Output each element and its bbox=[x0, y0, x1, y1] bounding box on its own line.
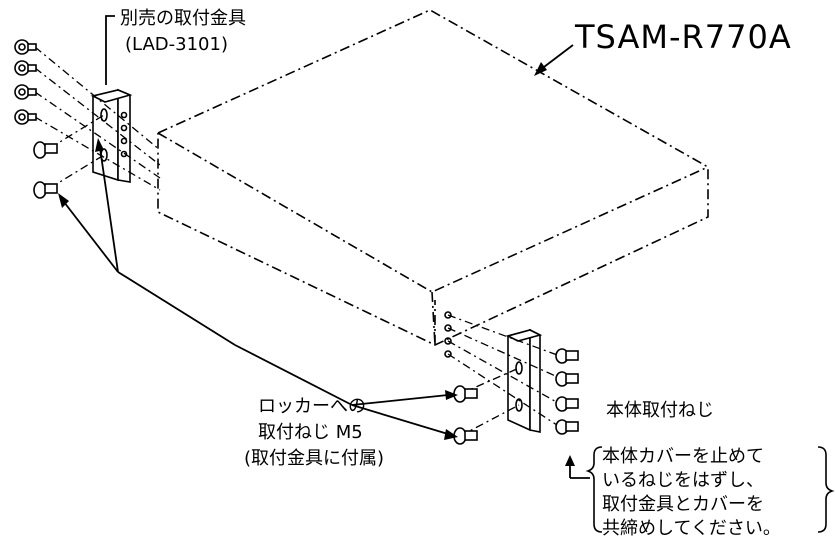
note-line4: 共締めしてください。 bbox=[602, 518, 781, 539]
bracket-label: 別売の取付金具 bbox=[120, 8, 246, 29]
rack-screw-label-line2: 取付ねじ M5 bbox=[258, 422, 363, 443]
right-rack-screws bbox=[453, 385, 478, 445]
left-washer-screws bbox=[14, 39, 37, 125]
left-rack-screws bbox=[33, 141, 58, 199]
unit-side-holes bbox=[444, 311, 452, 358]
model-label: TSAM-R770A bbox=[575, 18, 792, 56]
rack-screw-label-line1: ロッカーへの bbox=[258, 396, 366, 417]
body-screws bbox=[555, 348, 579, 435]
body-screw-label: 本体取付ねじ bbox=[606, 400, 714, 421]
bracket-model-label: (LAD-3101) bbox=[125, 34, 228, 55]
note-line2: いるねじをはずし、 bbox=[602, 470, 764, 491]
right-bracket bbox=[505, 328, 543, 433]
screw-guide-lines bbox=[34, 46, 561, 437]
unit-outline bbox=[157, 9, 709, 346]
leader-lines bbox=[63, 15, 590, 479]
note-line3: 取付金具とカバーを bbox=[602, 494, 764, 515]
rack-screw-label-line3: (取付金具に付属) bbox=[244, 448, 385, 469]
note-line1: 本体カバーを止めて bbox=[602, 446, 764, 467]
arrow-heads bbox=[58, 62, 575, 466]
note-brace bbox=[585, 446, 835, 533]
